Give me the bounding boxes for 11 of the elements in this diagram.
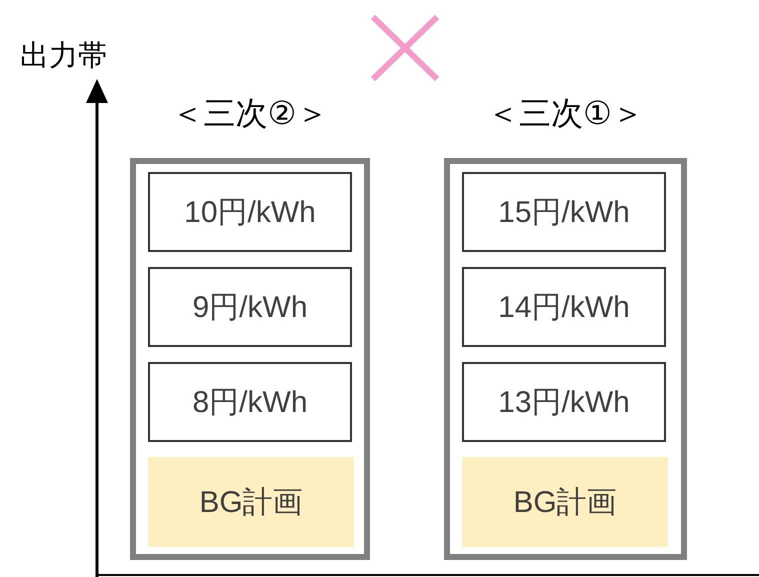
axis-label: 出力帯 xyxy=(20,39,107,74)
group-heading: ＜三次②＞ xyxy=(170,94,330,133)
plan-box: BG計画 xyxy=(148,457,354,547)
group-heading: ＜三次①＞ xyxy=(486,94,645,133)
price-box: 15円/kWh xyxy=(462,172,666,252)
price-box: 13円/kWh xyxy=(462,362,666,442)
plan-box: BG計画 xyxy=(462,457,668,547)
price-box: 14円/kWh xyxy=(462,267,666,347)
price-box: 9円/kWh xyxy=(148,267,352,347)
price-box: 8円/kWh xyxy=(148,362,352,442)
price-box: 10円/kWh xyxy=(148,172,352,252)
